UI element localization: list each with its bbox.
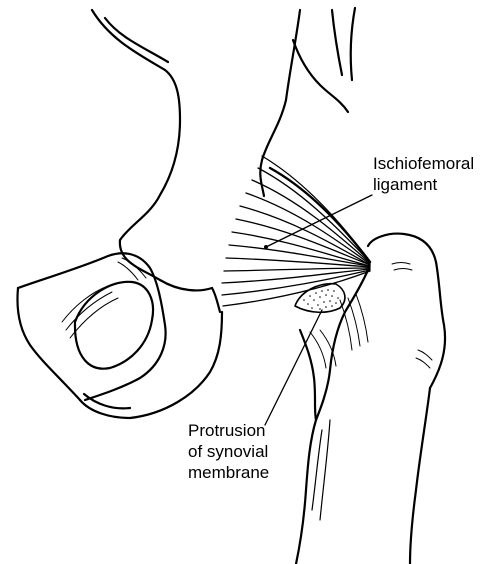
pubis-outline	[18, 253, 223, 418]
ischiofemoral-ligament-fibers	[222, 156, 370, 306]
femur-outline	[296, 234, 445, 564]
leader-lines	[265, 195, 372, 425]
synovial-label-line-2: of synovial	[188, 441, 269, 462]
synovial-label-line-1: Protrusion	[188, 420, 269, 441]
synovial-protrusion-label: Protrusion of synovial membrane	[188, 420, 269, 483]
ischiofemoral-label-line-2: ligament	[373, 174, 474, 195]
ischiofemoral-label-line-1: Ischiofemoral	[373, 153, 474, 174]
pelvis-outline	[92, 8, 355, 312]
ischiofemoral-leader-dot	[264, 245, 268, 249]
synovial-protrusion	[295, 284, 345, 313]
synovial-label-line-3: membrane	[188, 462, 269, 483]
ischiofemoral-ligament-label: Ischiofemoral ligament	[373, 153, 474, 195]
